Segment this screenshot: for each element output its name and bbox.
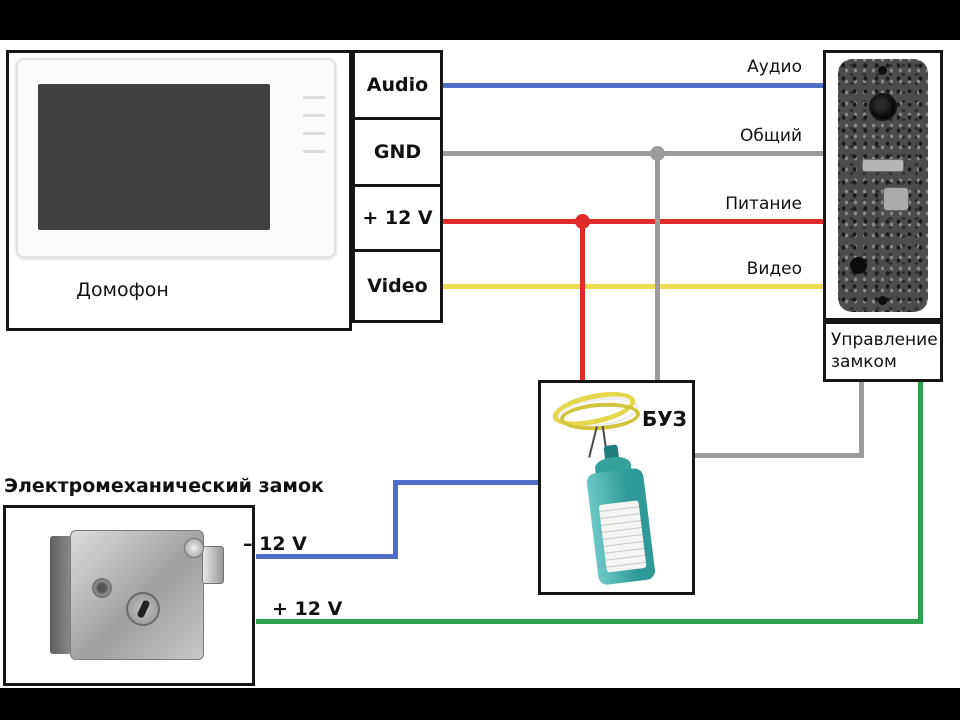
terminal-cell-audio-label: Audio — [366, 74, 429, 96]
wire-power — [443, 219, 823, 224]
wire-minus12-vertical — [393, 480, 398, 559]
wire-plus12-to-lock-control — [918, 382, 923, 624]
wire-plus12-from-lock — [256, 619, 923, 624]
wire-minus12-from-lock — [256, 554, 397, 559]
wire-gnd-branch-to-lock-control — [859, 382, 864, 458]
monitor-button — [303, 114, 325, 117]
terminal-cell-gnd-label: GND — [373, 141, 422, 163]
monitor-screen — [38, 84, 270, 230]
lock-knob — [184, 538, 204, 558]
door-panel-image — [838, 59, 928, 312]
lock-fixing-hole — [92, 578, 112, 598]
plus-12v-label: + 12 V — [272, 598, 343, 620]
door-panel-screw-bottom — [878, 296, 887, 305]
door-panel-hole — [850, 257, 867, 274]
wire-minus12-to-buz — [393, 480, 540, 485]
junction-dot-power — [575, 214, 590, 229]
wire-label-common: Общий — [740, 126, 802, 146]
letterbox-bottom — [0, 688, 960, 720]
door-panel-screw-top — [878, 66, 887, 75]
lock-latch — [202, 546, 224, 584]
door-panel-speaker — [862, 159, 904, 172]
wire-gnd-branch-horizontal — [655, 453, 864, 458]
letterbox-top — [0, 0, 960, 40]
minus-12v-label: – 12 V — [243, 533, 307, 555]
monitor-button — [303, 150, 325, 153]
lock-title: Электромеханический замок — [4, 475, 324, 497]
buz-label: БУЗ — [642, 407, 687, 431]
door-panel-camera — [869, 93, 897, 121]
terminal-cell-audio: Audio — [355, 53, 440, 120]
terminal-cell-gnd: GND — [355, 120, 440, 187]
wire-video — [443, 284, 823, 289]
junction-dot-gnd — [650, 146, 665, 161]
lock-control-box: Управление замком — [823, 321, 943, 382]
lock-side-plate — [50, 536, 72, 654]
monitor-label: Домофон — [76, 279, 169, 301]
buz-module-sticker — [598, 500, 647, 573]
wire-label-video: Видео — [746, 259, 802, 279]
wire-power-branch-to-buz — [580, 219, 585, 380]
wire-label-power: Питание — [725, 194, 802, 214]
wire-audio — [443, 83, 823, 88]
terminal-cell-video-label: Video — [367, 275, 428, 297]
terminal-cell-12v-label: + 12 V — [362, 207, 433, 229]
door-panel-box — [823, 50, 943, 321]
terminal-cell-video: Video — [355, 252, 440, 320]
wire-label-audio: Аудио — [747, 57, 802, 77]
terminal-block: Audio GND + 12 V Video — [352, 50, 443, 323]
wire-gnd-branch-vertical — [655, 151, 660, 458]
wire-gnd — [443, 151, 823, 156]
door-panel-call-button — [883, 187, 909, 211]
terminal-cell-12v: + 12 V — [355, 187, 440, 252]
monitor-button — [303, 96, 325, 99]
monitor-button — [303, 132, 325, 135]
